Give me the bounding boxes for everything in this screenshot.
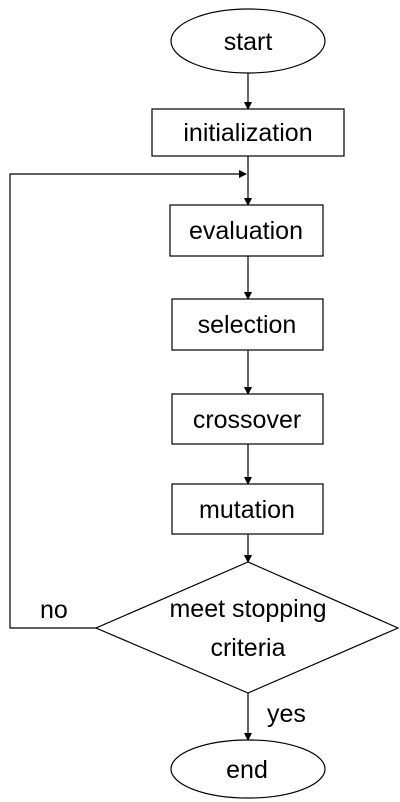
stopping-criteria-decision: [94, 561, 400, 694]
arrow-no-loop-back: [9, 170, 247, 629]
start-node: [170, 8, 326, 74]
end-label: end: [226, 756, 268, 784]
decision-label-line2: criteria: [210, 634, 285, 662]
initialization-box: [151, 108, 345, 157]
mutation-box: [171, 483, 324, 535]
evaluation-box: [169, 204, 324, 257]
crossover-box: [171, 393, 324, 445]
selection-label: selection: [198, 311, 297, 339]
yes-label: yes: [267, 700, 306, 728]
evaluation-label: evaluation: [189, 217, 303, 245]
end-node: [170, 739, 326, 799]
decision-label-line1: meet stopping: [169, 595, 326, 623]
start-label: start: [224, 28, 273, 56]
initialization-label: initialization: [183, 119, 312, 147]
selection-box: [171, 298, 324, 351]
crossover-label: crossover: [193, 406, 301, 434]
no-label: no: [40, 596, 68, 624]
mutation-label: mutation: [199, 496, 295, 524]
